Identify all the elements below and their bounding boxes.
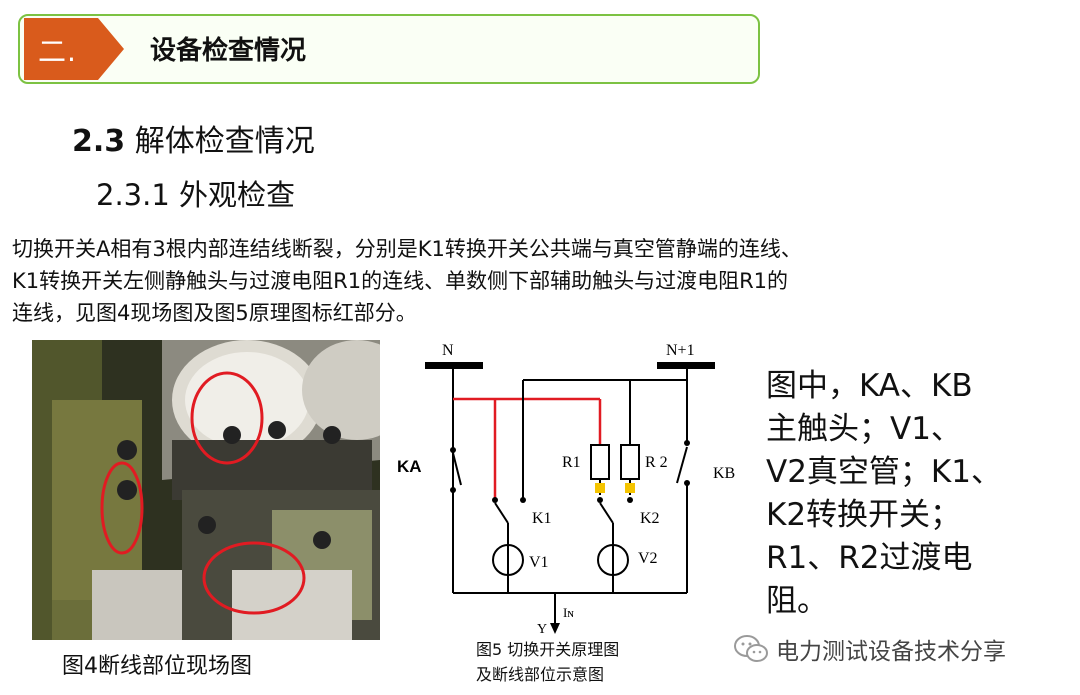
label-n: N bbox=[442, 342, 454, 359]
paragraph-line: 切换开关A相有3根内部连结线断裂，分别是K1转换开关公共端与真空管静端的连线、 bbox=[12, 237, 802, 261]
figure5-caption: 图5 切换开关原理图 及断线部位示意图 bbox=[476, 637, 619, 687]
section-title: 解体检查情况 bbox=[134, 124, 315, 159]
chapter-number: 二. bbox=[38, 35, 77, 68]
subsection-heading: 2.3.1 外观检查 bbox=[96, 178, 296, 212]
section-number: 2.3 bbox=[72, 124, 126, 159]
label-r2: R 2 bbox=[645, 454, 668, 471]
switch-schematic: N N+1 bbox=[395, 335, 745, 640]
label-kb: KB bbox=[713, 465, 735, 482]
label-r1: R1 bbox=[562, 454, 581, 471]
figure5-caption-line: 及断线部位示意图 bbox=[476, 665, 605, 684]
legend-line: 图中，KA、KB bbox=[766, 368, 973, 404]
label-v2: V2 bbox=[638, 550, 658, 567]
legend-line: K2转换开关； bbox=[766, 497, 962, 533]
label-k2: K2 bbox=[640, 510, 660, 527]
watermark: 电力测试设备技术分享 bbox=[734, 632, 1006, 666]
banner-title: 设备检查情况 bbox=[150, 36, 307, 66]
paragraph-line: K1转换开关左侧静触头与过渡电阻R1的连线、单数侧下部辅助触头与过渡电阻R1的 bbox=[12, 269, 789, 293]
label-n1: N+1 bbox=[666, 342, 695, 359]
label-in: Iɴ bbox=[563, 605, 574, 620]
legend-text: 图中，KA、KB 主触头；V1、 V2真空管；K1、 K2转换开关； R1、R2… bbox=[766, 365, 1066, 623]
label-k1: K1 bbox=[532, 510, 552, 527]
paragraph-line: 连线，见图4现场图及图5原理图标红部分。 bbox=[12, 301, 417, 325]
legend-line: 主触头；V1、 bbox=[766, 411, 962, 447]
watermark-text: 电力测试设备技术分享 bbox=[776, 639, 1006, 665]
section-heading: 2.3 解体检查情况 bbox=[72, 116, 315, 160]
figure5-caption-line: 图5 切换开关原理图 bbox=[476, 640, 620, 659]
section-banner bbox=[18, 14, 760, 84]
body-paragraph: 切换开关A相有3根内部连结线断裂，分别是K1转换开关公共端与真空管静端的连线、 … bbox=[12, 233, 1062, 329]
label-y: Y bbox=[537, 622, 547, 637]
bus-bar-n bbox=[425, 362, 483, 369]
bus-bar-n1 bbox=[657, 362, 715, 369]
figure4-caption: 图4断线部位现场图 bbox=[62, 654, 252, 679]
label-v1: V1 bbox=[529, 554, 549, 571]
legend-line: 阻。 bbox=[766, 583, 828, 619]
label-ka: KA bbox=[397, 457, 422, 476]
wechat-icon bbox=[734, 635, 768, 662]
legend-line: V2真空管；K1、 bbox=[766, 454, 1002, 490]
legend-line: R1、R2过渡电 bbox=[766, 540, 973, 576]
site-photo bbox=[32, 340, 380, 640]
